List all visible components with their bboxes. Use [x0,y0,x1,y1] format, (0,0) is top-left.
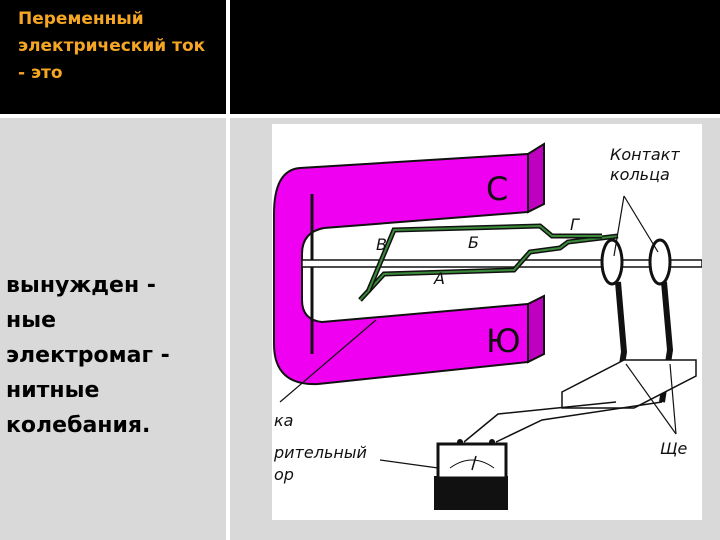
meter-label-line2: ор [274,465,294,484]
magnet-bottom-face [527,294,545,364]
frame-wire-top-inner [367,224,602,293]
meter-label-line1: рительный [273,443,367,462]
measuring-instrument [434,439,508,510]
frame-label-a: А [433,269,445,288]
frame-wire-outer-inner [359,235,619,301]
contact-rings-label-line2: кольца [610,165,670,184]
leader-brush-left [625,363,677,435]
pole-south-label: Ю [486,322,521,360]
slip-ring-left [600,238,624,286]
leader-brush-right [669,363,677,435]
contact-rings-label-line1: Контакт [610,145,680,164]
frame-label-v: В [376,235,387,254]
definition-text: вынужден - ные электромаг - нитные колеб… [6,273,170,438]
leader-rings-right [623,195,659,253]
pole-north-label: С [486,170,508,208]
frame-label-g: Г [570,215,580,234]
table-divider-horizontal [0,114,720,118]
rotor-shaft [301,259,702,268]
generator-diagram: С Ю В Б Г А Контакт кольца ка рительный … [272,124,702,520]
content-cell-left: вынужден - ные электромаг - нитные колеб… [0,118,226,540]
meter-base [434,476,508,510]
meter-terminal-left [457,439,463,445]
meter-scale [449,459,495,469]
wire-right [495,401,663,443]
slide-title: Переменный электрический ток - это [18,9,206,83]
meter-terminal-right [489,439,495,445]
meter-body [436,442,508,480]
header-cell-right [230,0,720,114]
brushes-label-fragment: Ще [660,439,688,458]
leader-rings-left [613,195,625,257]
leader-frame [279,319,377,403]
horseshoe-magnet [273,142,545,386]
frame-callout-fragment: ка [274,411,293,430]
leader-meter [379,459,439,469]
wire-left [463,401,617,443]
magnet-top-face [527,142,545,214]
meter-needle [471,455,477,471]
table-divider-vertical [226,0,230,540]
slip-ring-right [648,238,672,286]
slip-rings [600,238,672,286]
header-cell-left: Переменный электрический ток - это [0,0,226,114]
frame-label-b: Б [468,233,479,252]
